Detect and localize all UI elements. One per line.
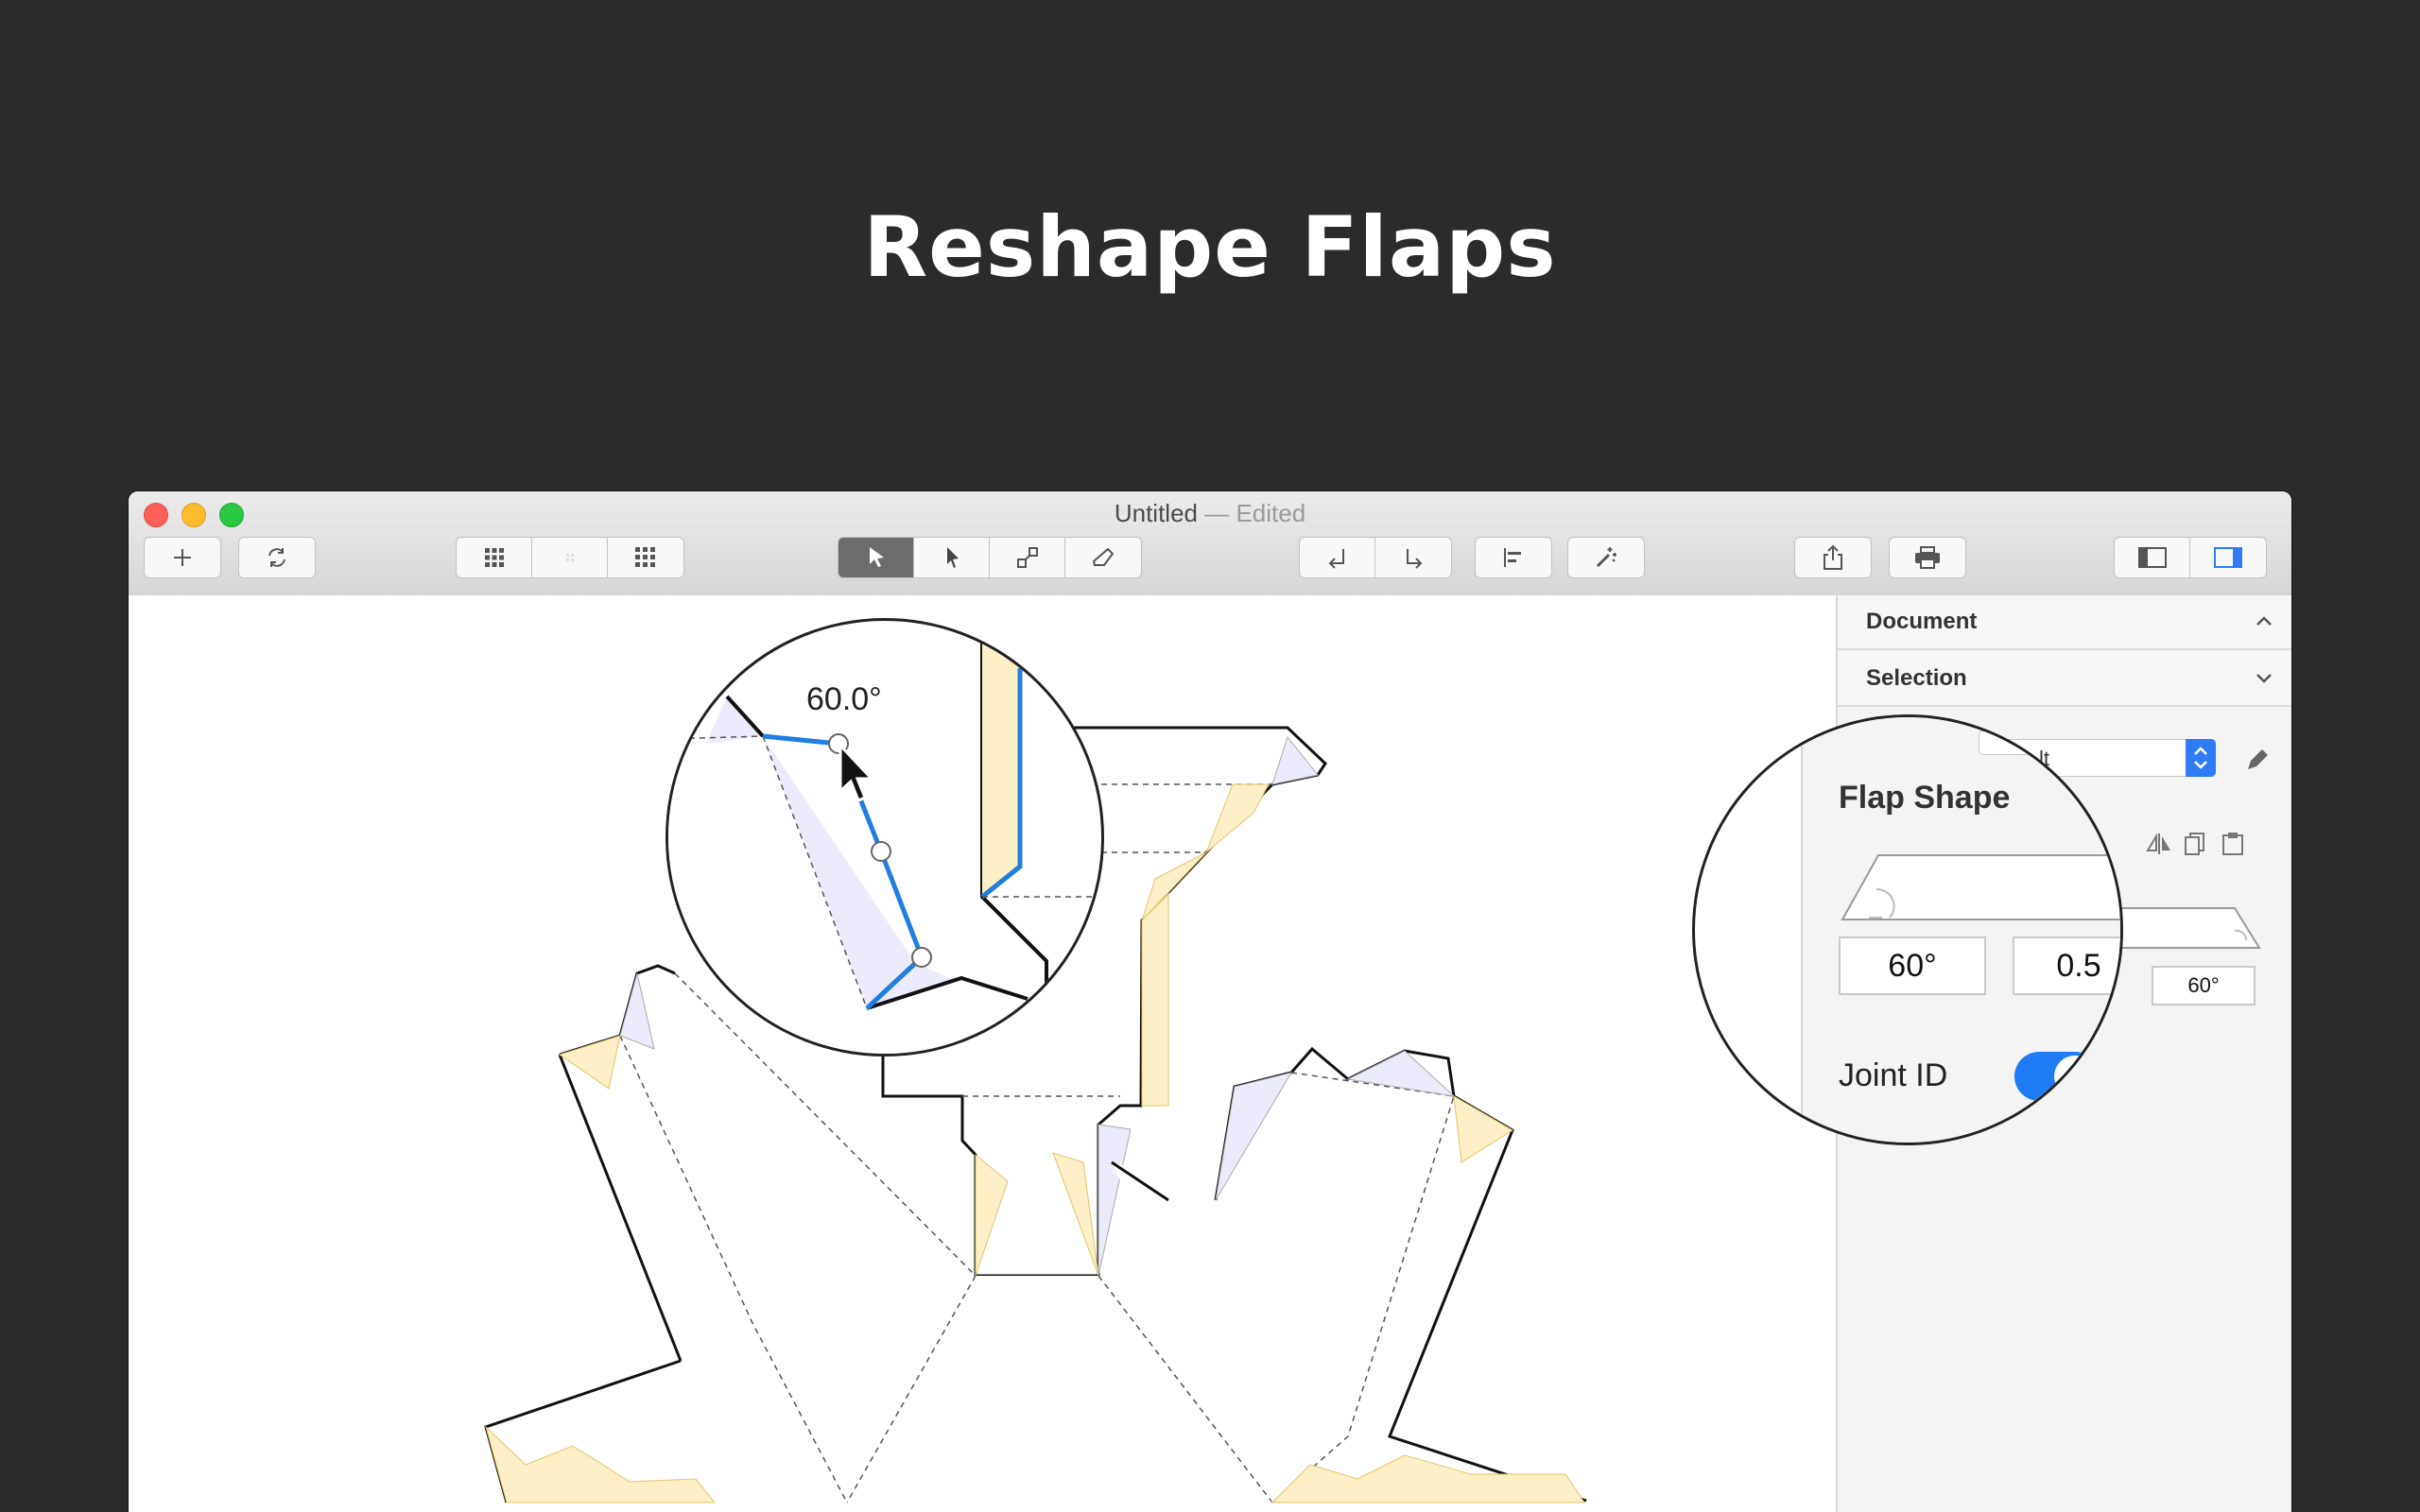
grid-icon — [484, 548, 504, 567]
joint-id-toggle[interactable] — [2014, 1052, 2100, 1101]
document-section-label: Document — [1866, 609, 1978, 634]
print-button[interactable] — [1889, 537, 1966, 578]
refresh-icon — [268, 548, 285, 567]
fold-left-icon — [1328, 549, 1344, 569]
add-button[interactable] — [144, 537, 221, 578]
eraser-icon — [1092, 547, 1115, 566]
left-panel-icon — [2137, 547, 2167, 568]
hero-title: Reshape Flaps — [863, 198, 1557, 296]
tool-segmented-control — [838, 537, 1142, 578]
dropdown-stepper[interactable] — [2186, 739, 2216, 777]
magnified-dropdown — [1979, 730, 2120, 755]
selection-section-label: Selection — [1866, 665, 1967, 691]
joint-id-label: Joint ID — [1839, 1057, 1948, 1093]
magnified-flap-drawing — [668, 642, 1101, 1054]
fold-left-button[interactable] — [1300, 538, 1375, 577]
layout-grid-small-button[interactable] — [532, 538, 608, 577]
zoom-window-button[interactable] — [219, 503, 244, 527]
minimize-window-button[interactable] — [182, 503, 206, 527]
document-name: Untitled — [1114, 499, 1198, 527]
plus-icon — [174, 549, 191, 566]
titlebar: Untitled — Edited — [129, 491, 2291, 596]
fold-right-icon — [1407, 549, 1423, 569]
eraser-tool-button[interactable] — [1065, 538, 1141, 577]
layout-segmented-control — [456, 537, 684, 578]
magic-wand-icon — [1596, 547, 1616, 568]
share-icon — [1824, 544, 1842, 570]
papercraft-canvas[interactable]: 60.0° — [129, 595, 1836, 1512]
selection-section-header[interactable]: Selection — [1838, 652, 2291, 707]
chevron-down-icon — [2256, 674, 2272, 683]
flap-angle-field[interactable]: 60° — [1839, 936, 1986, 995]
refresh-button[interactable] — [238, 537, 316, 578]
magic-wand-button[interactable] — [1567, 537, 1645, 578]
panel-segmented-control — [2114, 537, 2267, 578]
chevron-up-icon — [2256, 616, 2272, 626]
fold-right-button[interactable] — [1375, 538, 1451, 577]
up-down-arrows-icon — [2194, 747, 2207, 769]
paste-icon[interactable] — [2221, 832, 2244, 856]
copy-icon[interactable] — [2184, 832, 2206, 856]
layout-grid-dense-button[interactable] — [608, 538, 683, 577]
angle-readout: 60.0° — [806, 681, 882, 717]
grid-small-icon — [565, 554, 574, 561]
flap-shape-preview[interactable] — [1841, 851, 2123, 923]
toggle-left-panel-button[interactable] — [2115, 538, 2190, 577]
close-window-button[interactable] — [144, 503, 168, 527]
document-section-header[interactable]: Document — [1838, 595, 2291, 650]
flap-ratio-field[interactable]: 0.5 — [2013, 936, 2120, 995]
print-icon — [1915, 546, 1940, 569]
papercraft-net-drawing — [261, 726, 1587, 1503]
sidebar-edge — [1801, 717, 1803, 1143]
scale-icon — [1016, 547, 1038, 568]
edited-status: — Edited — [1204, 499, 1306, 527]
grid-dense-icon — [635, 547, 655, 567]
scale-tool-button[interactable] — [990, 538, 1065, 577]
align-left-icon — [1504, 548, 1521, 567]
right-angle-field[interactable]: 60° — [2152, 966, 2256, 1005]
flap-angle-magnifier: 60.0° — [666, 618, 1104, 1057]
flip-icon[interactable] — [2146, 832, 2172, 856]
layout-grid-button[interactable] — [457, 538, 532, 577]
flap-shape-label: Flap Shape — [1839, 780, 2011, 816]
pencil-icon[interactable] — [2244, 747, 2271, 773]
right-panel-icon — [2214, 547, 2242, 568]
fold-segmented-control — [1299, 537, 1452, 578]
direct-select-tool-button[interactable] — [914, 538, 990, 577]
flap-shape-magnifier: Flap Shape 60° 0.5 Joint ID — [1692, 714, 2123, 1145]
share-button[interactable] — [1794, 537, 1872, 578]
mouse-cursor-icon — [838, 742, 875, 802]
direct-select-icon — [946, 547, 959, 568]
toggle-knob — [2054, 1056, 2096, 1097]
select-tool-button[interactable] — [838, 538, 914, 577]
align-button[interactable] — [1475, 537, 1552, 578]
toggle-right-panel-button[interactable] — [2190, 538, 2266, 577]
select-arrow-icon — [869, 547, 884, 567]
app-window: Untitled — Edited — [129, 491, 2291, 1512]
window-title: Untitled — Edited — [129, 499, 2291, 528]
